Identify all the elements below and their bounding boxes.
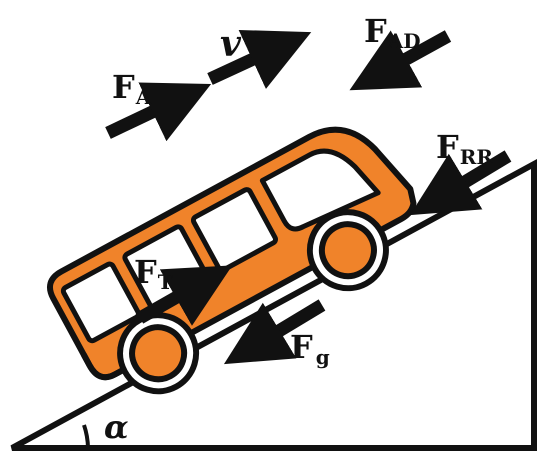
bus-bumper: [80, 351, 127, 381]
force-label-acceleration: FA: [112, 68, 152, 109]
arrow-icon: [207, 29, 312, 89]
angle-arc: [82, 424, 90, 449]
bus-window: [190, 187, 278, 273]
arrow-icon: [136, 265, 233, 326]
arrow-icon: [223, 299, 326, 365]
force-label-air-drag: FAD: [364, 12, 421, 53]
wheel-rear: [129, 324, 188, 383]
arrow-icon: [349, 30, 452, 91]
angle-label: α: [104, 408, 129, 446]
arrow-icon: [105, 82, 212, 142]
wheel-front: [318, 221, 377, 280]
arrow-icon: [409, 150, 512, 216]
velocity-label: v: [220, 23, 242, 65]
bus-windshield: [259, 148, 381, 232]
force-label-traction: FT: [134, 253, 173, 294]
force-label-rolling-resistance: FRR: [436, 128, 493, 169]
bus-window: [60, 261, 141, 344]
